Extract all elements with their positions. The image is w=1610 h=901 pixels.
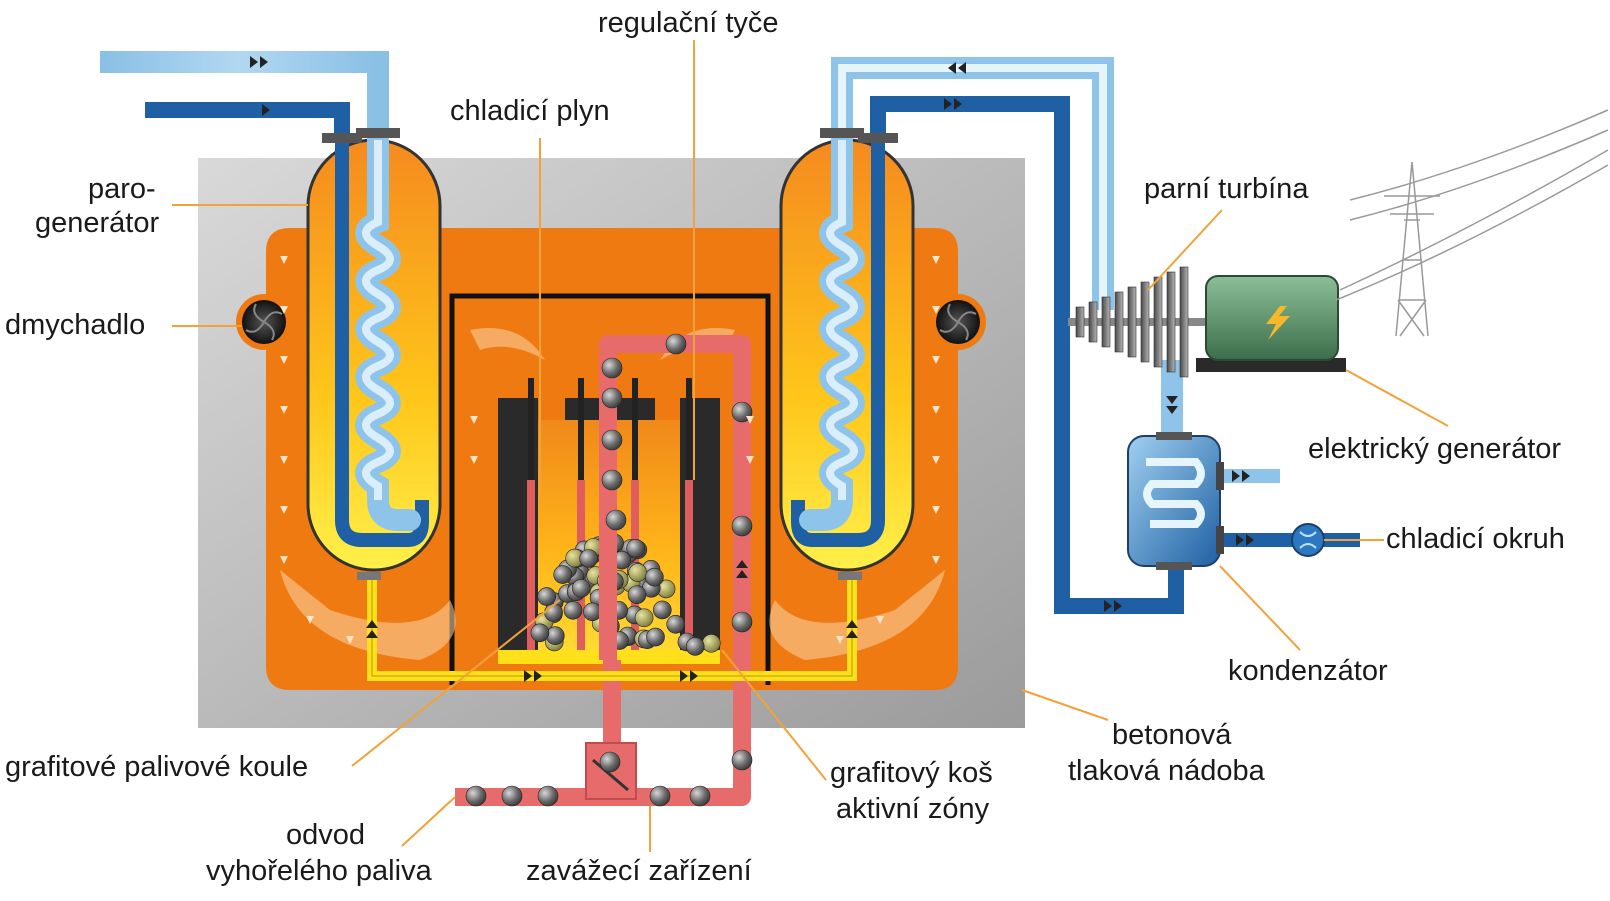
fuel-ball	[652, 600, 672, 620]
fuel-ball	[599, 751, 621, 773]
fuel-ball	[530, 623, 550, 643]
flow-arrow-icon	[250, 56, 1254, 682]
label-electric-generator: elektrický generátor	[1308, 433, 1561, 465]
fuel-ball	[563, 600, 583, 620]
fuel-ball	[571, 578, 591, 598]
flow-arrow-icon	[932, 456, 940, 464]
label-cooling-circuit: chladicí okruh	[1386, 523, 1565, 555]
steam-generator-left	[306, 129, 442, 580]
label-fuel-balls: grafitové palivové koule	[5, 751, 308, 783]
leader-lines	[172, 40, 1449, 852]
label-blower: dmychadlo	[5, 309, 145, 341]
flow-arrow-icon	[836, 636, 844, 644]
lightning-bolt-icon	[1266, 306, 1290, 340]
turbine-blade	[1153, 276, 1163, 368]
flow-arrow-icon	[932, 256, 940, 264]
fuel-ball	[537, 785, 559, 807]
fuel-ball	[605, 509, 627, 531]
fuel-ball	[689, 785, 711, 807]
turbine-blade	[1166, 271, 1176, 373]
fuel-path-balls	[465, 333, 753, 807]
inner-chamber	[449, 293, 771, 685]
turbine-blade	[1127, 286, 1137, 358]
fuel-ball	[501, 785, 523, 807]
label-core-basket-1: grafitový koš	[830, 757, 993, 789]
fuel-ball	[731, 515, 753, 537]
label-steam-turbine: parní turbína	[1144, 173, 1309, 205]
fuel-ball	[465, 785, 487, 807]
flow-arrow-icon	[932, 506, 940, 514]
label-condenser: kondenzátor	[1228, 655, 1388, 687]
steam-turbine	[1068, 266, 1206, 378]
fuel-ball	[537, 587, 557, 606]
flow-arrow-icon	[932, 356, 940, 364]
fuel-ball	[646, 627, 665, 647]
flow-arrow-icon	[280, 406, 288, 414]
label-spent-fuel-1: odvod	[286, 819, 365, 851]
fuel-ball	[645, 567, 664, 587]
flow-arrow-icon	[280, 556, 288, 564]
blower-fan-icon	[242, 300, 286, 344]
fuel-ball	[665, 333, 687, 355]
fuel-ball	[685, 637, 705, 656]
fuel-ball	[731, 749, 753, 771]
turbine-blade	[1088, 301, 1098, 343]
turbine-blade	[1101, 296, 1111, 348]
gas-flow-arrows	[280, 256, 940, 644]
fuel-ball	[583, 602, 602, 622]
label-concrete-vessel-1: betonová	[1112, 719, 1232, 751]
flow-arrow-icon	[746, 456, 754, 464]
blower-fan-icon	[936, 300, 980, 344]
label-steam-generator-2: generátor	[35, 207, 159, 239]
label-concrete-vessel-2: tlaková nádoba	[1068, 755, 1266, 787]
label-core-basket-2: aktivní zóny	[836, 793, 990, 825]
condenser	[1127, 432, 1224, 570]
label-control-rods: regulační tyče	[598, 7, 779, 39]
label-spent-fuel-2: vyhořelého paliva	[206, 855, 433, 887]
flow-arrow-icon	[470, 416, 478, 424]
fuel-ball	[601, 357, 623, 379]
label-loading-device: zavážecí zařízení	[526, 855, 752, 887]
fuel-ball	[666, 614, 686, 634]
flow-arrow-icon	[280, 306, 288, 314]
fuel-ball	[601, 469, 623, 491]
label-steam-generator-1: paro-	[88, 173, 156, 205]
flow-arrow-icon	[346, 636, 354, 644]
flow-arrow-icon	[746, 416, 754, 424]
flow-arrow-icon	[932, 406, 940, 414]
turbine-blade	[1114, 291, 1124, 353]
fuel-ball	[649, 785, 671, 807]
flow-arrow-icon	[306, 616, 314, 624]
pump-icon	[1291, 523, 1325, 557]
flow-arrow-icon	[932, 306, 940, 314]
fuel-ball	[731, 611, 753, 633]
turbine-blade	[1179, 266, 1189, 378]
fuel-ball	[626, 538, 645, 558]
flow-arrow-icon	[932, 556, 940, 564]
flow-arrow-icon	[280, 456, 288, 464]
fuel-ball	[601, 387, 623, 409]
fuel-ball	[579, 549, 598, 568]
turbine-blade	[1075, 306, 1085, 338]
fuel-ball	[601, 429, 623, 451]
fuel-ball	[627, 585, 647, 605]
flow-arrow-icon	[280, 356, 288, 364]
steam-generator-right	[779, 129, 915, 580]
fuel-ball	[553, 565, 573, 584]
flow-arrow-icon	[280, 256, 288, 264]
flow-arrow-icon	[876, 616, 884, 624]
transmission-tower-icon	[1335, 109, 1609, 337]
fuel-ball	[634, 608, 654, 628]
label-coolant-gas: chladicí plyn	[450, 95, 610, 127]
fuel-ball	[701, 633, 721, 653]
flow-arrow-icon	[470, 456, 478, 464]
fuel-ball	[545, 626, 565, 646]
fuel-ball	[628, 563, 648, 582]
flow-arrow-icon	[280, 506, 288, 514]
steam-pipes	[100, 51, 1184, 614]
turbine-blade	[1140, 281, 1150, 363]
